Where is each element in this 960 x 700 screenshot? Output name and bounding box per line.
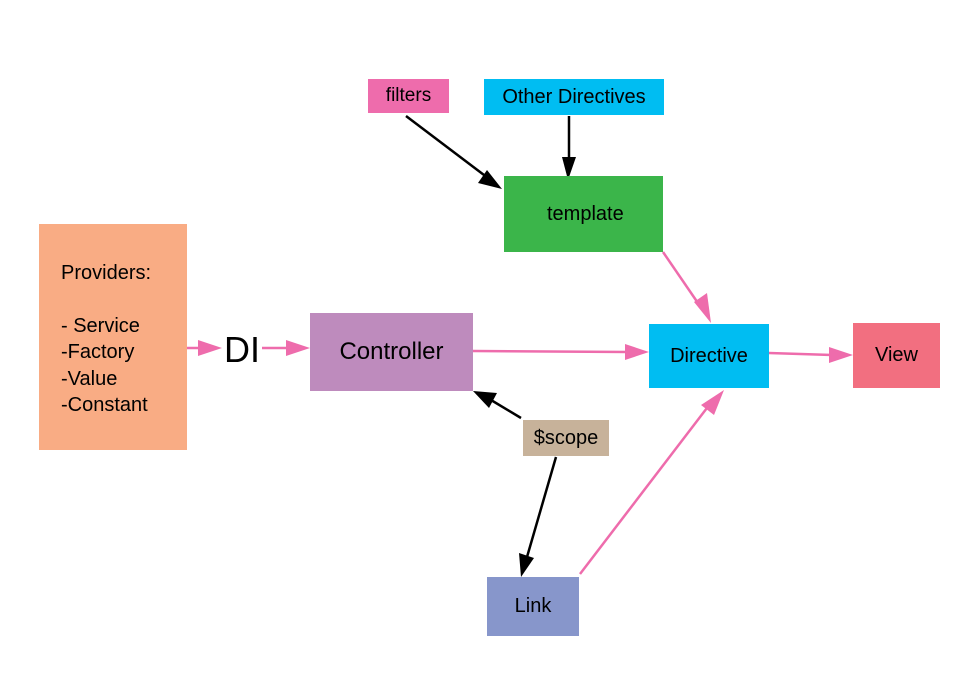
other-directives-label: Other Directives bbox=[502, 85, 646, 108]
view-label: View bbox=[875, 344, 918, 366]
filters-label: filters bbox=[385, 85, 432, 106]
edge-scope-controller bbox=[490, 398, 522, 420]
edge-link-directive bbox=[579, 403, 711, 575]
arrowhead-otherdirectives-template bbox=[562, 157, 576, 180]
directive-box[interactable]: Directive bbox=[649, 324, 769, 388]
arrowhead-filters-template bbox=[478, 170, 502, 189]
view-box[interactable]: View bbox=[853, 323, 940, 388]
controller-label: Controller bbox=[339, 338, 444, 365]
link-label: Link bbox=[514, 595, 552, 617]
providers-spacer bbox=[61, 287, 151, 313]
edge-filters-template bbox=[405, 115, 485, 176]
arrowhead-scope-link bbox=[519, 553, 534, 577]
controller-box[interactable]: Controller bbox=[310, 313, 473, 391]
arrowhead-providers-di bbox=[198, 340, 222, 356]
providers-list: Providers: - Service -Factory -Value -Co… bbox=[61, 260, 151, 419]
edge-directive-view bbox=[768, 351, 833, 357]
arrowhead-di-controller bbox=[286, 340, 310, 356]
scope-box[interactable]: $scope bbox=[523, 420, 609, 456]
providers-box[interactable]: Providers: - Service -Factory -Value -Co… bbox=[39, 224, 187, 450]
directive-label: Directive bbox=[670, 344, 748, 367]
filters-box[interactable]: filters bbox=[368, 79, 449, 113]
arrowhead-template-directive bbox=[694, 293, 711, 323]
provider-item-constant: -Constant bbox=[61, 394, 148, 416]
edge-scope-link bbox=[525, 456, 558, 558]
link-box[interactable]: Link bbox=[487, 577, 579, 636]
scope-label: $scope bbox=[533, 426, 599, 449]
providers-heading: Providers: bbox=[61, 262, 152, 284]
other-directives-box[interactable]: Other Directives bbox=[484, 79, 664, 115]
arrowhead-controller-directive bbox=[625, 344, 649, 360]
arrowhead-directive-view bbox=[829, 347, 853, 363]
di-label: DI bbox=[224, 329, 260, 370]
arrowhead-scope-controller bbox=[473, 391, 497, 408]
provider-item-service: - Service bbox=[61, 314, 140, 337]
provider-item-value: -Value bbox=[61, 367, 118, 390]
arrowhead-link-directive bbox=[701, 390, 724, 415]
edge-template-directive bbox=[661, 251, 702, 307]
provider-item-factory: -Factory bbox=[61, 341, 135, 363]
template-box[interactable]: template bbox=[504, 176, 663, 252]
template-label: template bbox=[547, 202, 624, 225]
edge-controller-directive bbox=[472, 349, 629, 354]
